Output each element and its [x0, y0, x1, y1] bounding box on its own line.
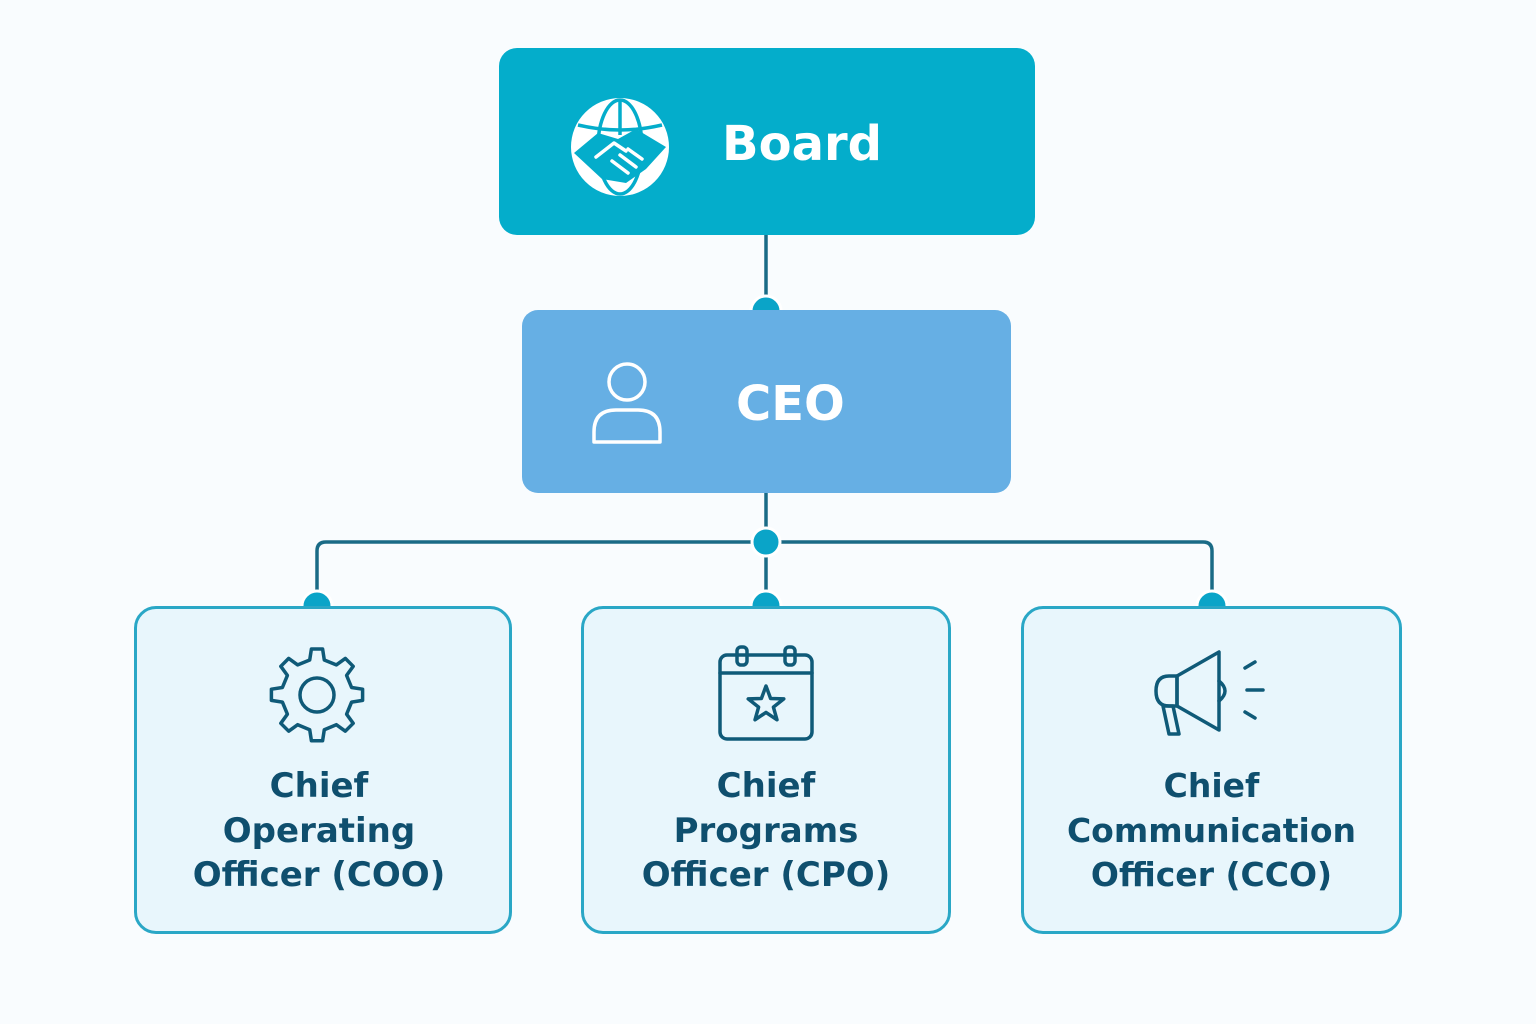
calendar-star-icon	[718, 645, 814, 741]
gear-icon	[269, 647, 365, 743]
coo-title-line-2: Operating	[222, 810, 416, 851]
junction-dot	[750, 526, 782, 558]
cco-node[interactable]	[1021, 606, 1402, 934]
left-branch-connector	[315, 540, 768, 608]
board-label: Board	[722, 116, 882, 172]
cco-title-line-1: Chief	[1163, 766, 1260, 805]
person-icon	[592, 362, 662, 444]
cpo-title-line-3: Officer (CPO)	[641, 855, 891, 895]
handshake-globe-icon	[571, 98, 669, 196]
ceo-node[interactable]	[522, 310, 1011, 493]
cpo-node[interactable]	[581, 606, 951, 934]
right-branch-connector	[764, 540, 1214, 608]
megaphone-icon	[1154, 650, 1265, 736]
cco-title-line-3: Officer (CCO)	[1090, 855, 1333, 894]
ceo-label: CEO	[736, 376, 845, 432]
coo-title-line-3: Officer (COO)	[192, 855, 446, 895]
cpo-title: Chief Programs Officer (CPO)	[581, 764, 951, 898]
coo-title-line-1: Chief	[269, 766, 369, 806]
cpo-title-line-1: Chief	[716, 766, 816, 806]
cco-title: Chief Communication Officer (CCO)	[1021, 764, 1402, 898]
cpo-title-line-2: Programs	[673, 810, 859, 851]
coo-title: Chief Operating Officer (COO)	[134, 764, 504, 898]
cco-title-line-2: Communication	[1066, 810, 1357, 850]
